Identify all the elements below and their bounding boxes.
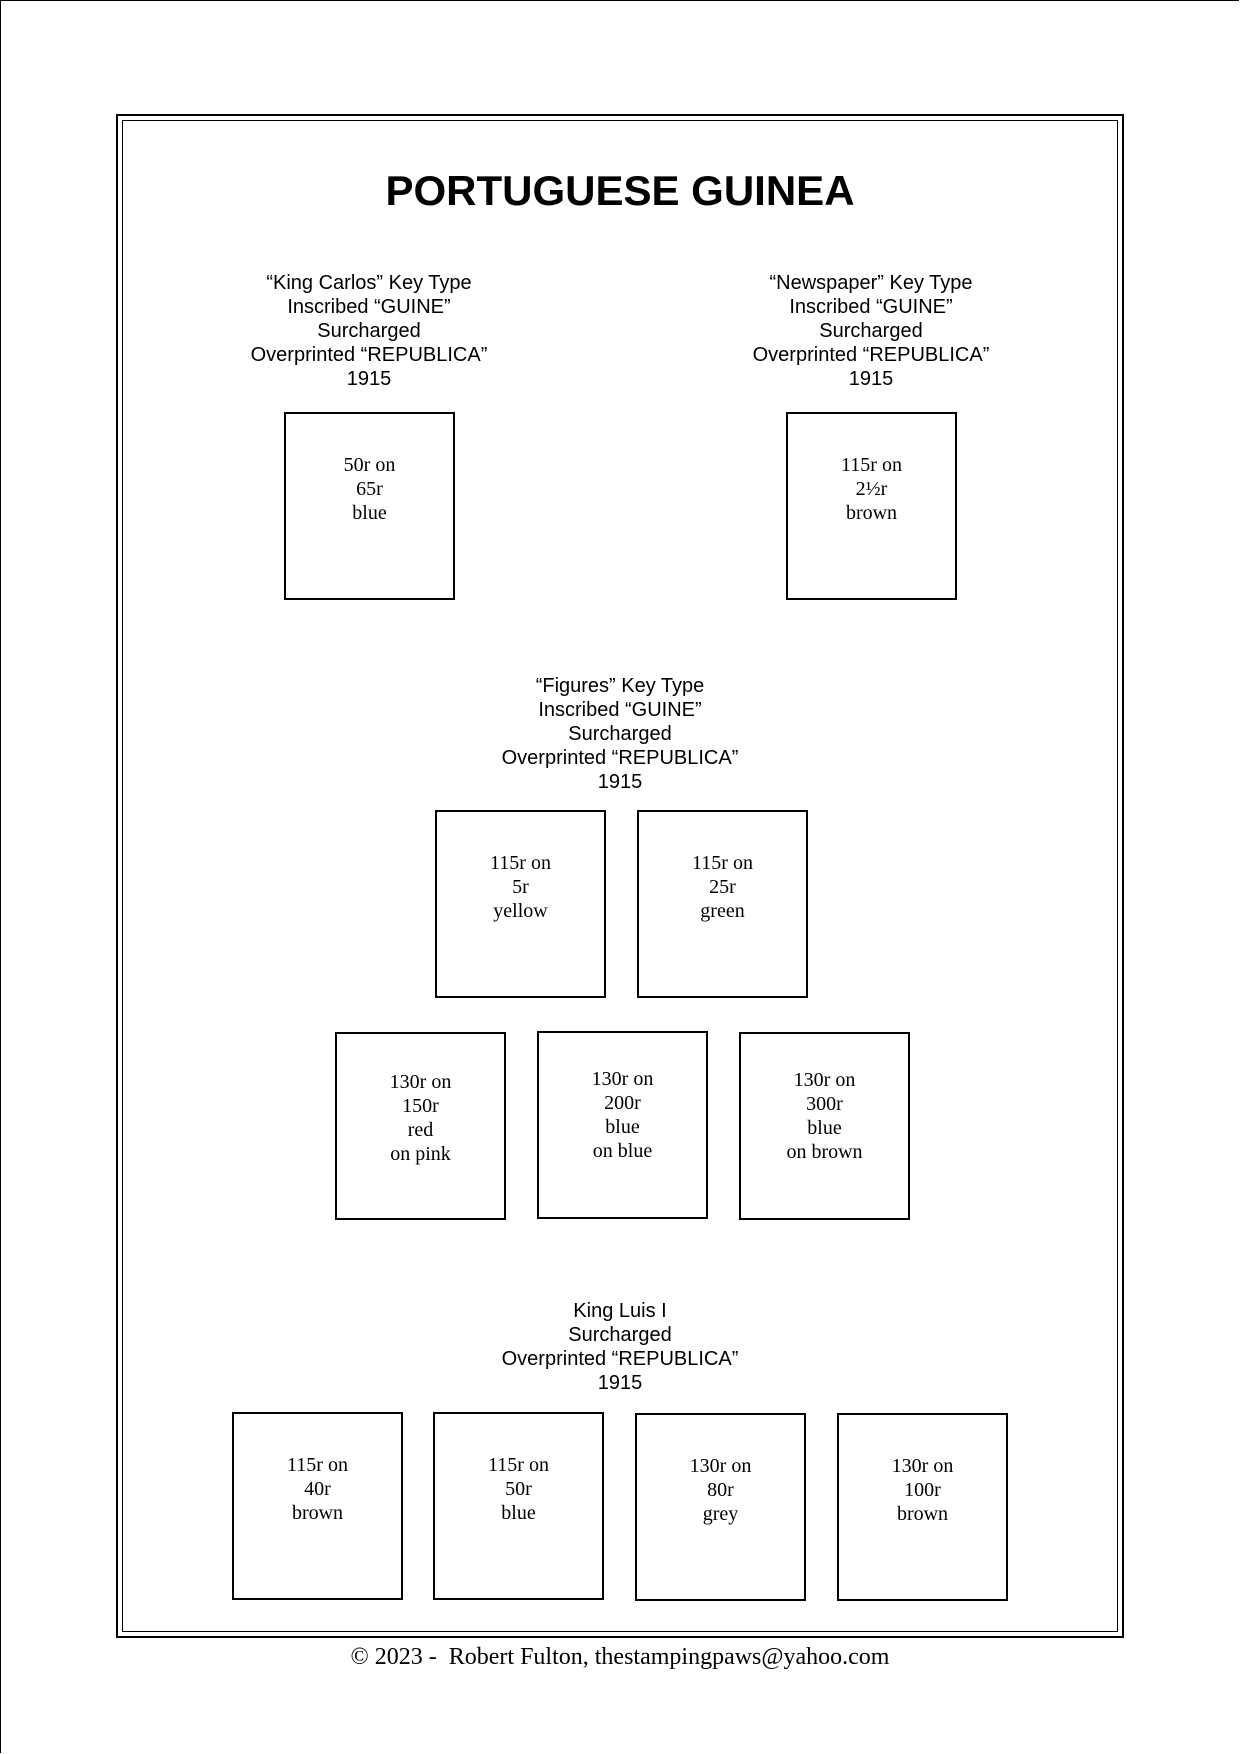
stamp-space: 115r on 25r green — [637, 810, 808, 998]
stamp-label-line: blue — [807, 1117, 842, 1139]
stamp-label-line: 80r — [707, 1479, 734, 1501]
heading-line: 1915 — [848, 368, 894, 390]
stamp-label-line: blue — [501, 1502, 536, 1524]
heading-line: “Newspaper” Key Type — [769, 272, 973, 294]
album-page-inner-border — [122, 120, 1118, 1632]
stamp-label-line: brown — [291, 1502, 344, 1524]
stamp-label-line: 130r on — [689, 1455, 752, 1477]
stamp-label-line: 115r on — [692, 852, 753, 874]
album-page-outer-border — [116, 114, 1124, 1638]
copyright-footer: © 2023 - Robert Fulton, thestampingpaws@… — [350, 1644, 890, 1670]
stamp-label-line: on blue — [592, 1140, 653, 1162]
stamp-label-line: 115r on — [287, 1454, 348, 1476]
stamp-label-line: brown — [845, 502, 898, 524]
heading-line: “King Carlos” Key Type — [266, 272, 472, 294]
heading-line: 1915 — [597, 1372, 643, 1394]
stamp-space: 130r on 100r brown — [837, 1413, 1008, 1601]
stamp-space: 130r on 200r blue on blue — [537, 1031, 708, 1219]
stamp-space: 130r on 300r blue on brown — [739, 1032, 910, 1220]
heading-line: 1915 — [346, 368, 392, 390]
stamp-label-line: 2½r — [855, 478, 888, 500]
stamp-label-line: blue — [352, 502, 387, 524]
stamp-space: 115r on 5r yellow — [435, 810, 606, 998]
stamp-label-line: 300r — [806, 1093, 843, 1115]
heading-line: Overprinted “REPUBLICA” — [501, 1348, 739, 1370]
stamp-label-line: 200r — [604, 1092, 641, 1114]
stamp-label-line: 115r on — [488, 1454, 549, 1476]
stamp-label-line: 130r on — [891, 1455, 954, 1477]
stamp-label-line: 100r — [904, 1479, 941, 1501]
stamp-space: 50r on 65r blue — [284, 412, 455, 600]
stamp-space: 115r on 40r brown — [232, 1412, 403, 1600]
stamp-label-line: yellow — [493, 900, 548, 922]
stamp-label-line: brown — [896, 1503, 949, 1525]
stamp-label-line: 40r — [304, 1478, 331, 1500]
heading-line: Surcharged — [568, 723, 672, 745]
heading-line: King Luis I — [573, 1300, 667, 1322]
stamp-label-line: 50r on — [343, 454, 396, 476]
stamp-label-line: 50r — [505, 1478, 532, 1500]
stamp-label-line: 5r — [512, 876, 529, 898]
stamp-label-line: green — [700, 900, 745, 922]
heading-line: Inscribed “GUINE” — [538, 699, 702, 721]
heading-line: 1915 — [597, 771, 643, 793]
heading-line: Surcharged — [568, 1324, 672, 1346]
heading-line: “Figures” Key Type — [535, 675, 705, 697]
stamp-label-line: 130r on — [389, 1071, 452, 1093]
heading-line: Overprinted “REPUBLICA” — [501, 747, 739, 769]
stamp-label-line: 115r on — [490, 852, 551, 874]
heading-line: Overprinted “REPUBLICA” — [752, 344, 990, 366]
stamp-label-line: 130r on — [591, 1068, 654, 1090]
stamp-label-line: 115r on — [841, 454, 902, 476]
stamp-space: 115r on 2½r brown — [786, 412, 957, 600]
stamp-label-line: 25r — [709, 876, 736, 898]
stamp-label-line: blue — [605, 1116, 640, 1138]
stamp-space: 115r on 50r blue — [433, 1412, 604, 1600]
section-heading-king-luis: King Luis I Surcharged Overprinted “REPU… — [410, 1299, 830, 1395]
stamp-label-line: red — [407, 1119, 434, 1141]
stamp-label-line: 65r — [356, 478, 383, 500]
heading-line: Surcharged — [819, 320, 923, 342]
stamp-label-line: on pink — [390, 1143, 451, 1165]
section-heading-newspaper: “Newspaper” Key Type Inscribed “GUINE” S… — [661, 271, 1081, 391]
stamp-label-line: 150r — [402, 1095, 439, 1117]
page-title: PORTUGUESE GUINEA — [385, 167, 855, 214]
stamp-label-line: 130r on — [793, 1069, 856, 1091]
stamp-label-line: grey — [702, 1503, 739, 1525]
heading-line: Inscribed “GUINE” — [287, 296, 451, 318]
heading-line: Overprinted “REPUBLICA” — [250, 344, 488, 366]
heading-line: Surcharged — [317, 320, 421, 342]
stamp-space: 130r on 80r grey — [635, 1413, 806, 1601]
stamp-label-line: on brown — [786, 1141, 863, 1163]
section-heading-figures: “Figures” Key Type Inscribed “GUINE” Sur… — [410, 674, 830, 794]
heading-line: Inscribed “GUINE” — [789, 296, 953, 318]
section-heading-king-carlos: “King Carlos” Key Type Inscribed “GUINE”… — [159, 271, 579, 391]
stamp-space: 130r on 150r red on pink — [335, 1032, 506, 1220]
